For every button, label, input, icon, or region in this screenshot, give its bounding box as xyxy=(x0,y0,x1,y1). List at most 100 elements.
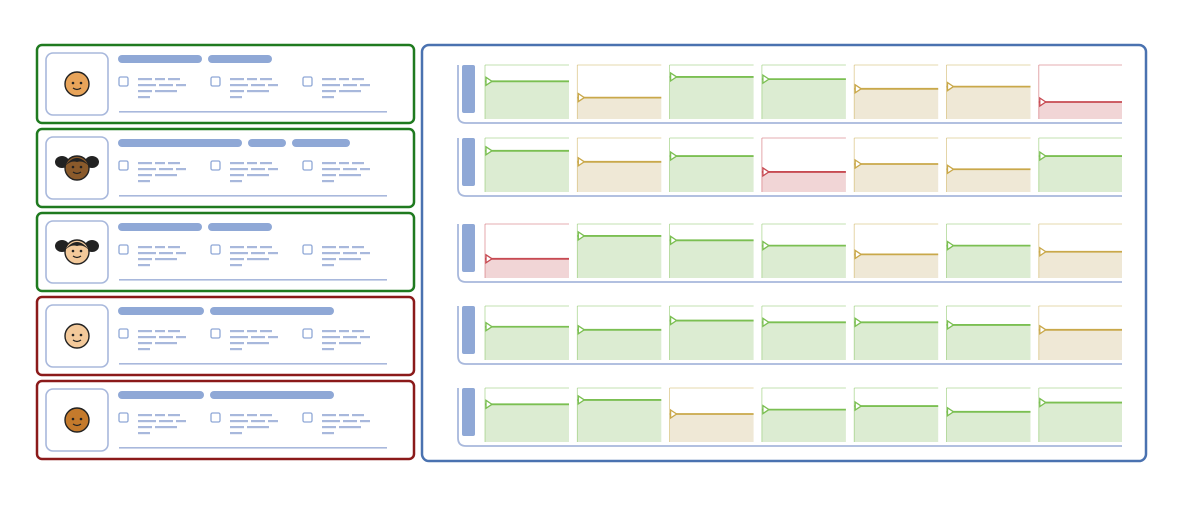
row-rail-bar xyxy=(462,388,475,436)
progress-cell[interactable] xyxy=(669,305,754,360)
text-line xyxy=(138,84,156,87)
progress-cell[interactable] xyxy=(484,64,569,119)
level-marker-icon xyxy=(669,235,678,246)
cell-fill xyxy=(1038,402,1122,442)
progress-cell[interactable] xyxy=(576,64,662,119)
progress-cell[interactable] xyxy=(484,305,569,360)
progress-cell[interactable] xyxy=(853,305,939,360)
text-line xyxy=(159,336,173,339)
progress-cell[interactable] xyxy=(669,64,754,119)
headline-bar xyxy=(208,55,272,63)
smile-icon xyxy=(72,423,82,427)
level-marker-icon xyxy=(946,164,955,175)
progress-cell[interactable] xyxy=(946,387,1031,442)
student-card-frame xyxy=(35,127,416,209)
progress-cell[interactable] xyxy=(853,223,939,278)
progress-cell[interactable] xyxy=(484,387,569,442)
text-line xyxy=(360,252,370,255)
level-marker-icon xyxy=(1039,397,1047,408)
student-card[interactable] xyxy=(35,295,416,377)
student-card-frame xyxy=(35,379,416,461)
level-marker-icon xyxy=(946,406,955,418)
progress-cell[interactable] xyxy=(946,223,1031,278)
text-line xyxy=(138,78,152,81)
row-rail xyxy=(457,224,1122,283)
checkbox[interactable] xyxy=(118,328,129,339)
cell-fill xyxy=(485,404,569,442)
checkbox[interactable] xyxy=(302,76,313,87)
headline-bar xyxy=(248,139,286,147)
student-card[interactable] xyxy=(35,211,416,293)
text-line xyxy=(155,90,177,93)
progress-cell[interactable] xyxy=(1038,387,1122,442)
text-line xyxy=(230,414,244,417)
cell-fill xyxy=(485,258,569,278)
checkbox[interactable] xyxy=(210,244,221,255)
level-marker-icon xyxy=(762,317,771,328)
text-line xyxy=(168,162,180,165)
progress-cell[interactable] xyxy=(761,305,846,360)
student-card[interactable] xyxy=(35,43,416,125)
checkbox[interactable] xyxy=(118,412,129,423)
checkbox[interactable] xyxy=(210,160,221,171)
text-line xyxy=(339,414,349,417)
progress-cell[interactable] xyxy=(761,223,846,278)
progress-cell[interactable] xyxy=(669,223,754,278)
cell-fill xyxy=(669,156,754,192)
checkbox[interactable] xyxy=(210,76,221,87)
text-line xyxy=(352,246,364,249)
text-line xyxy=(247,414,257,417)
cell-fill xyxy=(761,171,846,192)
progress-cell[interactable] xyxy=(576,137,662,192)
text-line xyxy=(247,246,257,249)
eye-icon xyxy=(79,165,83,169)
checkbox[interactable] xyxy=(210,328,221,339)
progress-cell[interactable] xyxy=(853,64,939,119)
text-line xyxy=(260,330,272,333)
checkbox[interactable] xyxy=(118,244,129,255)
text-line xyxy=(339,258,361,261)
text-line xyxy=(251,252,265,255)
progress-cell[interactable] xyxy=(1038,223,1122,278)
student-card[interactable] xyxy=(35,379,416,461)
progress-cell[interactable] xyxy=(484,137,569,192)
progress-cell[interactable] xyxy=(946,64,1031,119)
progress-cell[interactable] xyxy=(761,387,846,442)
level-marker-icon xyxy=(854,249,863,260)
progress-cell[interactable] xyxy=(761,137,846,192)
progress-cell[interactable] xyxy=(946,137,1031,192)
checkbox[interactable] xyxy=(302,328,313,339)
text-line xyxy=(247,426,269,429)
smile-icon xyxy=(72,171,82,175)
progress-cell[interactable] xyxy=(576,223,662,278)
student-card[interactable] xyxy=(35,127,416,209)
text-line xyxy=(138,162,152,165)
progress-cell[interactable] xyxy=(1038,137,1122,192)
progress-cell[interactable] xyxy=(1038,305,1122,360)
checkbox[interactable] xyxy=(118,76,129,87)
checkbox[interactable] xyxy=(302,412,313,423)
progress-cell[interactable] xyxy=(576,387,662,442)
text-line xyxy=(339,426,361,429)
progress-cell[interactable] xyxy=(669,387,754,442)
checkbox[interactable] xyxy=(302,244,313,255)
progress-cell[interactable] xyxy=(946,305,1031,360)
level-marker-icon xyxy=(762,240,771,251)
progress-cell[interactable] xyxy=(576,305,662,360)
checkbox[interactable] xyxy=(210,412,221,423)
text-line xyxy=(339,78,349,81)
progress-cell[interactable] xyxy=(484,223,569,278)
text-line xyxy=(322,252,340,255)
headline-bar xyxy=(118,223,202,231)
checkbox[interactable] xyxy=(118,160,129,171)
cell-fill xyxy=(1038,251,1122,278)
progress-cell[interactable] xyxy=(1038,64,1122,119)
progress-cell[interactable] xyxy=(853,137,939,192)
progress-cell[interactable] xyxy=(853,387,939,442)
headline-bar xyxy=(210,391,334,399)
progress-cell[interactable] xyxy=(669,137,754,192)
student-card-frame xyxy=(35,43,416,125)
checkbox[interactable] xyxy=(302,160,313,171)
level-marker-icon xyxy=(854,158,863,170)
progress-cell[interactable] xyxy=(761,64,846,119)
